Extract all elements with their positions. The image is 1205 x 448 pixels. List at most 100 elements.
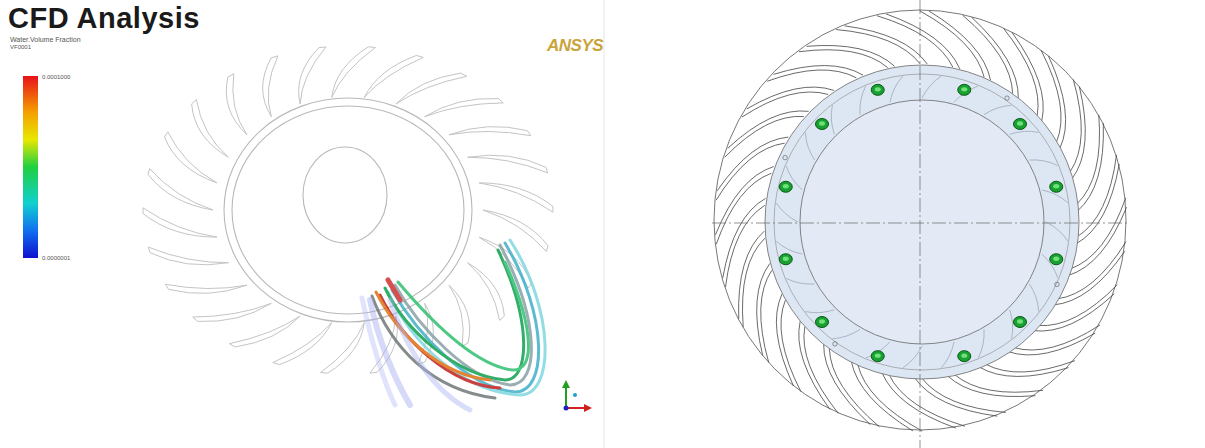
blade-line <box>757 263 770 355</box>
blade-outline <box>273 323 332 365</box>
pin-hole <box>783 155 787 159</box>
bolt-hole-highlight <box>819 121 825 125</box>
blade-line <box>1072 87 1085 179</box>
inner-vane <box>860 86 866 114</box>
bolt-hole-highlight <box>875 87 881 91</box>
variable-code: VF0001 <box>10 44 31 50</box>
blade-line <box>807 45 895 66</box>
inner-vane <box>922 76 941 98</box>
blade-line <box>836 30 920 64</box>
inner-vane <box>903 346 922 368</box>
bolt-hole-highlight <box>1053 184 1059 188</box>
bolt-hole <box>779 181 792 192</box>
blade-line <box>1077 115 1099 204</box>
blade-line <box>742 238 764 327</box>
bolt-hole-highlight <box>1017 121 1023 125</box>
runner-wireframe <box>143 47 553 373</box>
inner-vane <box>833 329 860 338</box>
blade-line <box>886 14 960 69</box>
bolt-hole <box>1050 181 1063 192</box>
inner-vane <box>1029 284 1038 311</box>
blade-outline <box>192 100 229 158</box>
blade-line <box>877 16 953 68</box>
panel-title: CFD Analysis <box>8 2 200 35</box>
inner-vane <box>984 105 1011 114</box>
bolt-hole-highlight <box>783 184 789 188</box>
bolt-hole <box>1013 316 1026 327</box>
bolt-hole-highlight <box>961 87 967 91</box>
bolt-hole-highlight <box>783 257 789 261</box>
blade-outline <box>468 155 548 173</box>
blade-outline <box>364 55 423 97</box>
blade-outline <box>164 132 216 183</box>
blade-outline <box>263 56 278 117</box>
blade-outline <box>425 98 504 116</box>
inner-vane <box>941 342 954 368</box>
bolt-hole <box>1013 119 1026 130</box>
inner-vane <box>786 278 814 284</box>
blade-line <box>739 231 765 319</box>
blade-outline <box>193 303 272 321</box>
blade-line <box>947 376 1035 397</box>
blade-outline <box>165 284 247 293</box>
blade-line <box>922 378 1006 412</box>
inner-vane <box>805 310 834 313</box>
blade-line <box>761 270 772 362</box>
bolt-hole <box>871 351 884 362</box>
blade-line <box>954 374 1043 392</box>
blade-outline <box>479 183 553 212</box>
blade-line <box>986 361 1075 372</box>
blade-line <box>716 173 771 244</box>
inner-vane <box>866 342 890 358</box>
pin-hole <box>833 342 837 346</box>
software-logo: ANSYS <box>547 36 603 56</box>
inner-vane <box>1010 310 1013 339</box>
inner-vane <box>978 329 984 357</box>
color-bar <box>23 76 38 258</box>
inner-vane <box>890 76 903 102</box>
inner-vane <box>831 105 834 134</box>
blade-outline <box>299 47 326 104</box>
bolt-hole <box>816 119 829 130</box>
pin-hole <box>1055 282 1059 286</box>
blade-line <box>773 66 863 76</box>
bolt-hole-highlight <box>875 353 881 357</box>
inner-vane <box>1029 160 1057 166</box>
bolt-hole <box>1050 254 1063 265</box>
variable-label: Water.Volume Fraction <box>10 36 81 43</box>
blade-outline <box>148 169 213 210</box>
bolt-hole <box>871 84 884 95</box>
inner-vane <box>805 133 814 160</box>
blade-line <box>889 375 965 427</box>
bolt-hole <box>816 316 829 327</box>
bolt-hole-highlight <box>819 319 825 323</box>
axis-triad <box>562 380 592 412</box>
inner-vane <box>1046 222 1068 241</box>
blade-outline <box>449 127 531 136</box>
blade-outline <box>229 316 300 347</box>
blade-line <box>799 50 888 68</box>
bolt-hole <box>958 84 971 95</box>
bolt-hole-highlight <box>1017 319 1023 323</box>
blade-outline <box>148 247 228 265</box>
blade-line <box>723 198 766 278</box>
inner-vane <box>776 203 798 222</box>
water-streamlines <box>362 240 545 410</box>
inner-vane <box>1010 131 1039 134</box>
colorbar-max: 0.0001000 <box>42 74 70 80</box>
blade-line <box>1078 123 1104 211</box>
blade-outline <box>483 210 548 251</box>
blade-line <box>767 70 856 81</box>
bolt-hole <box>958 351 971 362</box>
pin-hole <box>1005 96 1009 100</box>
blade-outline <box>143 208 217 237</box>
colorbar-min: 0.0000001 <box>42 255 70 261</box>
bolt-hole <box>779 254 792 265</box>
blade-line <box>882 373 956 428</box>
inner-vane <box>776 241 802 254</box>
runner-plan-drawing <box>712 0 1130 448</box>
bolt-hole-highlight <box>1053 257 1059 261</box>
blade-outline <box>226 74 247 135</box>
blade-outline <box>396 73 467 104</box>
